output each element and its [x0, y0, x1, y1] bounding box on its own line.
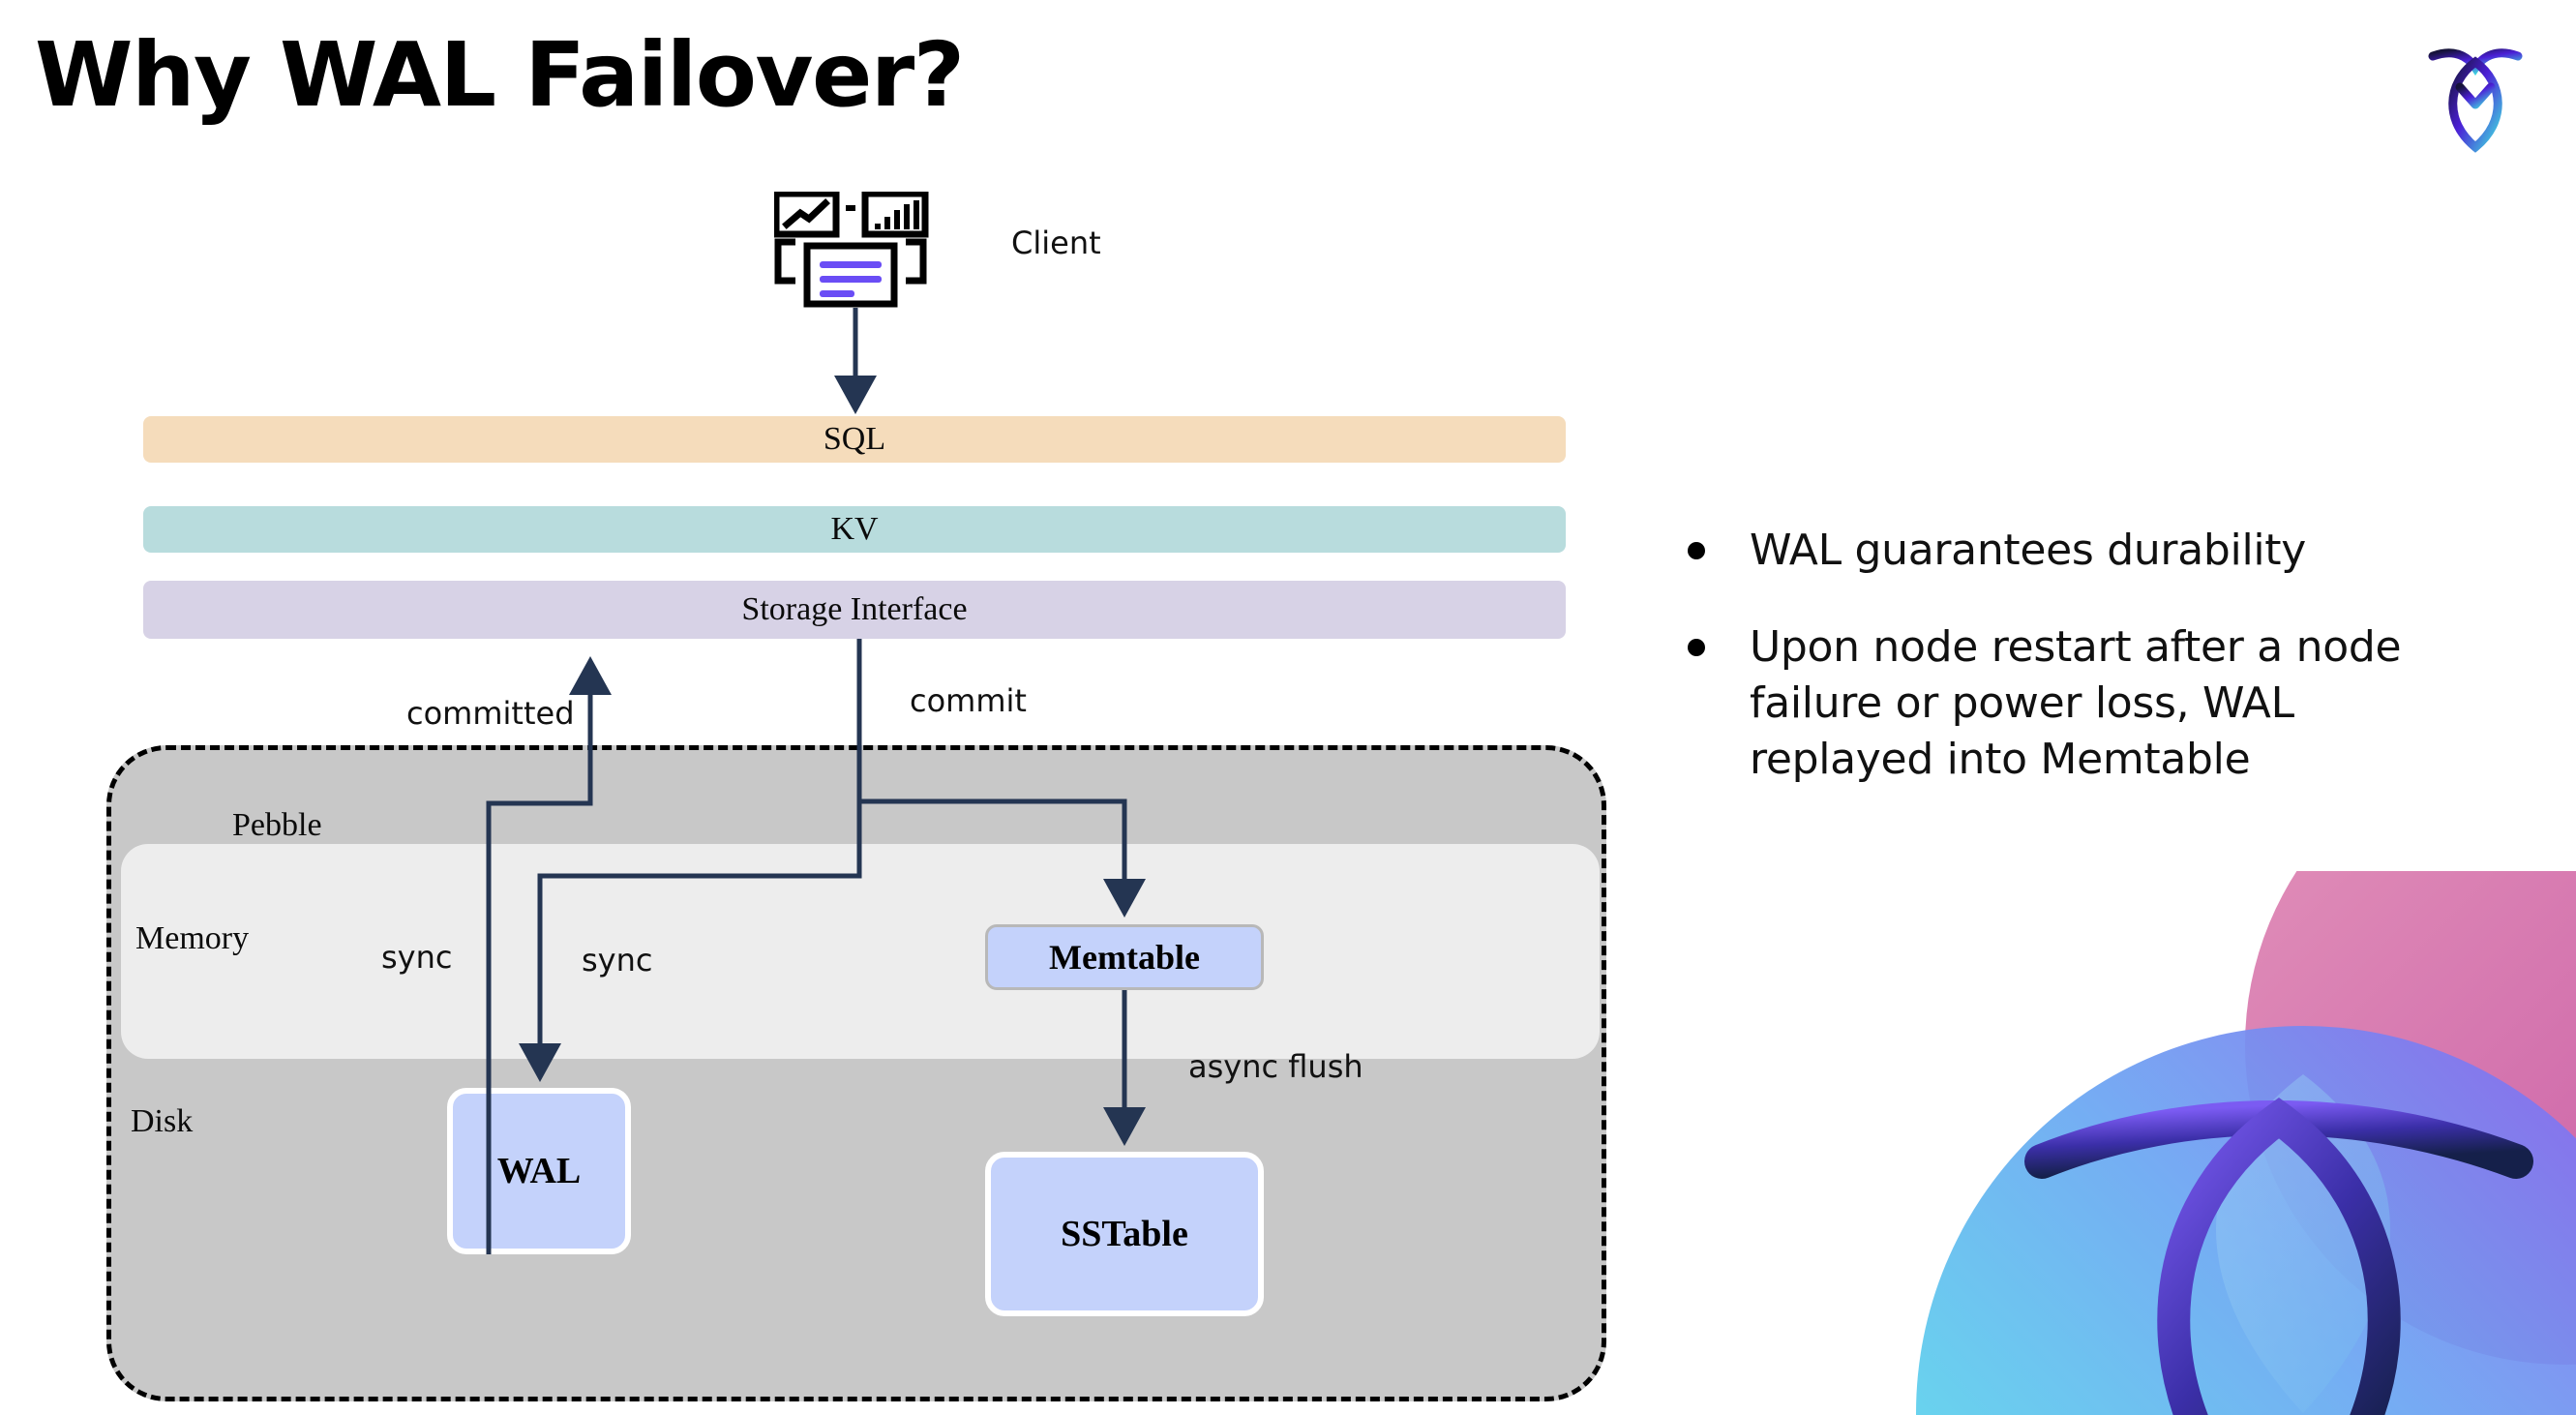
layer-bar-storage-interface[interactable]: Storage Interface	[143, 581, 1566, 639]
layer-bar-kv[interactable]: KV	[143, 506, 1566, 553]
bullet-dot-icon	[1688, 542, 1705, 559]
edge-label-sync-committed: sync	[381, 939, 453, 976]
page-title: Why WAL Failover?	[35, 23, 965, 127]
memory-label: Memory	[135, 920, 250, 956]
cockroachdb-logo	[2428, 48, 2523, 153]
edge-label-async-flush: async flush	[1188, 1048, 1363, 1085]
edge-label-committed: committed	[406, 695, 575, 732]
client-dashboard-icon	[774, 192, 929, 308]
list-item: Upon node restart after a node failure o…	[1688, 619, 2491, 788]
layer-bar-sql[interactable]: SQL	[143, 416, 1566, 463]
node-wal[interactable]: WAL	[447, 1088, 631, 1254]
pebble-container: Pebble Memory Disk	[106, 745, 1606, 1401]
client-label: Client	[1011, 225, 1101, 261]
pebble-label: Pebble	[232, 807, 322, 843]
list-item: WAL guarantees durability	[1688, 523, 2491, 579]
disk-label: Disk	[131, 1103, 194, 1139]
node-sstable[interactable]: SSTable	[985, 1152, 1264, 1316]
bullet-text: WAL guarantees durability	[1750, 526, 2306, 575]
node-memtable[interactable]: Memtable	[985, 924, 1264, 990]
memory-region	[121, 844, 1600, 1059]
bullet-list: WAL guarantees durability Upon node rest…	[1688, 523, 2491, 828]
bullet-text: Upon node restart after a node failure o…	[1750, 622, 2402, 785]
bullet-dot-icon	[1688, 639, 1705, 657]
edge-label-commit: commit	[910, 682, 1027, 719]
decorative-logo-watermark	[1916, 871, 2576, 1415]
edge-label-sync-commit: sync	[582, 942, 653, 978]
